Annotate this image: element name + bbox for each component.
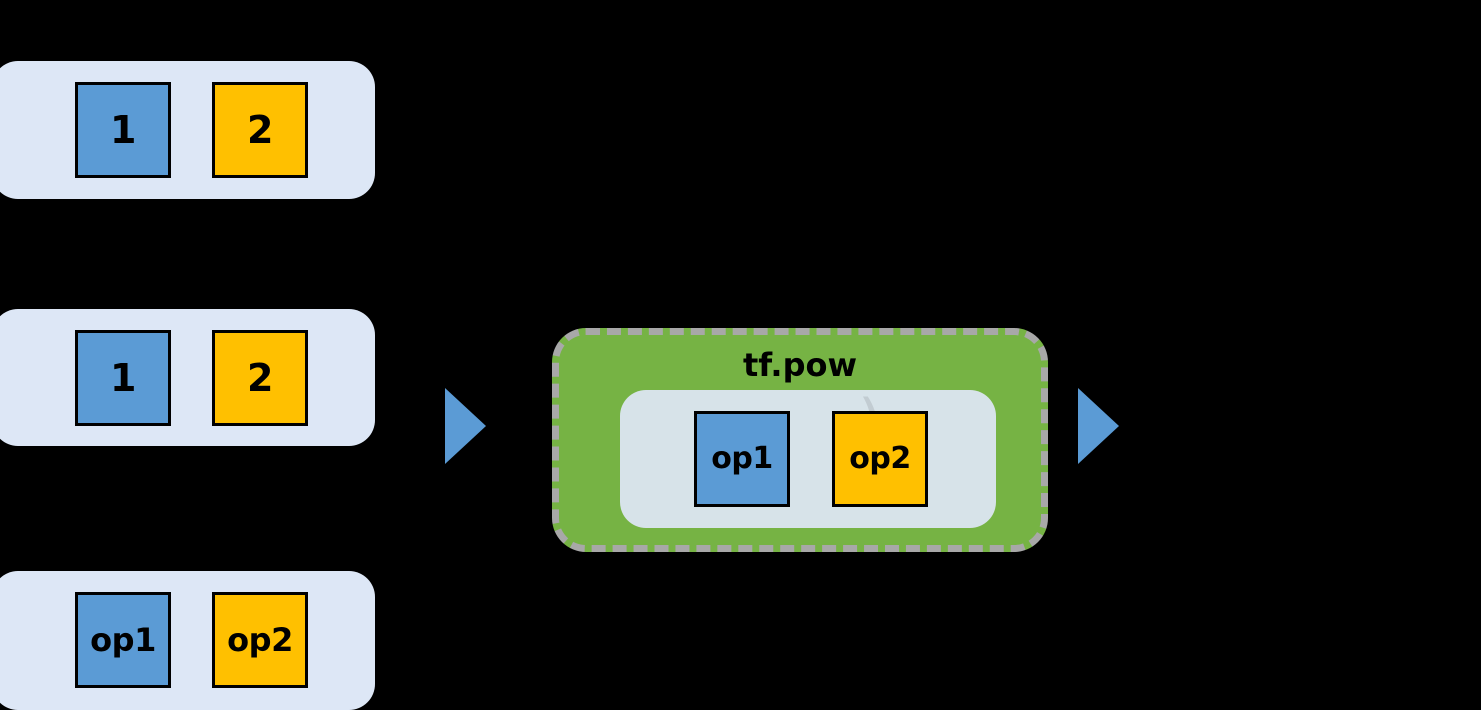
op-square-blue: op1 bbox=[694, 411, 790, 507]
input-panel-top: 1 2 bbox=[0, 61, 375, 199]
arrow-right-icon bbox=[1078, 388, 1119, 464]
arrow-right-icon bbox=[445, 388, 486, 464]
group-title: tf.pow bbox=[742, 346, 858, 384]
input-panel-bottom: op1 op2 bbox=[0, 571, 375, 710]
op-square-yellow: op2 bbox=[832, 411, 928, 507]
op-group-container: tf.pow ) op1 op2 bbox=[552, 328, 1048, 552]
op-square-yellow: 2 bbox=[212, 330, 308, 426]
op-square-blue: 1 bbox=[75, 330, 171, 426]
op-square-yellow: op2 bbox=[212, 592, 308, 688]
group-inner-panel: ) op1 op2 bbox=[620, 390, 996, 528]
op-square-yellow: 2 bbox=[212, 82, 308, 178]
op-square-blue: op1 bbox=[75, 592, 171, 688]
input-panel-middle: 1 2 bbox=[0, 309, 375, 446]
op-square-blue: 1 bbox=[75, 82, 171, 178]
